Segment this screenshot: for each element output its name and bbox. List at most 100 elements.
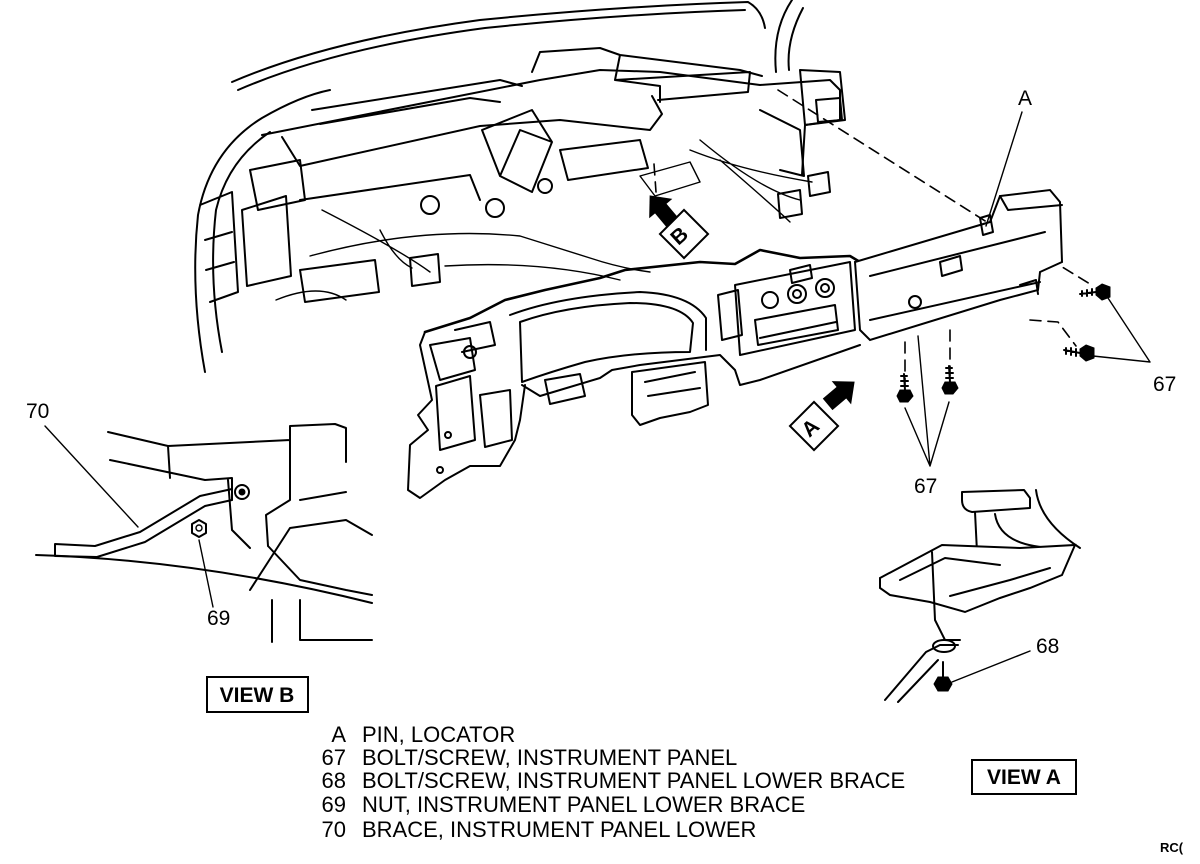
brace-bolt: [234, 484, 250, 500]
view-b-detail: [35, 423, 373, 643]
leader-69: [198, 539, 214, 608]
radio-control-area: [717, 261, 856, 356]
bolt-67-lower-left: [896, 373, 914, 403]
left-body-side: [194, 89, 331, 373]
view-b-structure: [35, 423, 373, 643]
bolt-head: [1079, 344, 1095, 362]
callout-69: 69: [207, 607, 230, 630]
leader-pin-a: [985, 111, 1023, 227]
view-a-arrow: A: [788, 381, 855, 452]
callout-68: 68: [1036, 635, 1059, 658]
legend-text: PIN, LOCATOR: [362, 722, 515, 747]
bolt-67-upper-right: [1079, 283, 1111, 301]
bolt-shaft: [900, 373, 909, 391]
brace-bolt-center: [238, 488, 246, 496]
locator-pin-guide: [777, 89, 991, 225]
view-b-diamond: [658, 208, 710, 260]
legend-text: NUT, INSTRUMENT PANEL LOWER BRACE: [362, 792, 805, 817]
left-duct-boxes: [241, 159, 481, 303]
lower-bolt-guide: [904, 329, 951, 386]
view-b-arrow-icon: [649, 195, 679, 228]
view-b-label: VIEW B: [206, 676, 309, 713]
view-a-structure: [961, 489, 1081, 573]
view-b-label-text: VIEW B: [220, 684, 295, 707]
panel-right-beam: [853, 188, 1064, 342]
dash-fastener: [537, 178, 553, 194]
lower-right-bolt-guide: [1029, 319, 1077, 347]
view-b-guide: [653, 163, 657, 193]
bolt-head: [1095, 283, 1111, 301]
figure-code: RC(: [1160, 840, 1184, 855]
bolt-shaft: [1079, 288, 1097, 297]
panel-beam-details: [869, 195, 1063, 321]
callout-pin-a: A: [1018, 87, 1032, 110]
legend-text: BOLT/SCREW, INSTRUMENT PANEL: [362, 745, 737, 770]
floor-lines: [275, 161, 701, 301]
lower-brace-70: [54, 488, 233, 558]
panel-left-end: [407, 321, 526, 499]
callout-67-right: 67: [1153, 373, 1176, 396]
legend-key: 67: [322, 745, 346, 770]
leader-68: [951, 650, 1031, 683]
legend-key: 69: [322, 792, 346, 817]
control-knob-center: [820, 283, 830, 293]
panel-fastener: [463, 345, 477, 359]
leader-67-lower: [904, 335, 950, 467]
legend-text: BRACE, INSTRUMENT PANEL LOWER: [362, 817, 756, 842]
view-b-arrow: B: [649, 195, 710, 260]
bolt-67-lower-right: [1063, 344, 1095, 362]
brace-slot: [932, 639, 956, 653]
view-a-label-text: VIEW A: [987, 766, 1061, 789]
legend-key: 68: [322, 768, 346, 793]
panel-top-edge: [423, 248, 862, 334]
callout-67-lower: 67: [914, 475, 937, 498]
view-a-label: VIEW A: [971, 759, 1077, 795]
bolt-67-lower-right-center: [941, 365, 959, 395]
bolt-head: [941, 381, 959, 395]
right-dash-end: [759, 69, 846, 177]
callout-labels: A 67 67 70 69 68: [26, 87, 1176, 658]
view-b-label-box: [206, 676, 309, 713]
dash-structure: [241, 47, 846, 303]
panel-fastener: [444, 431, 452, 439]
bolt-shaft: [1063, 347, 1081, 357]
control-knob: [815, 278, 835, 298]
view-a-detail: [879, 489, 1081, 703]
lower-brace-end: [884, 644, 959, 703]
nut-69: [191, 519, 207, 538]
parts-legend: A PIN, LOCATOR 67 BOLT/SCREW, INSTRUMENT…: [322, 722, 906, 842]
bolt-shaft: [945, 365, 954, 383]
legend-key: 70: [322, 817, 346, 842]
windshield-base-lines: [231, 0, 804, 91]
vehicle-body: [194, 0, 804, 373]
panel-lower-center: [521, 344, 861, 426]
bolt-68: [933, 676, 953, 692]
lower-brace-bracket: [879, 543, 1077, 614]
instrument-panel-assembly: [407, 188, 1064, 499]
locator-pin: [979, 214, 994, 236]
dash-connectors: [409, 171, 831, 287]
dash-fastener: [420, 195, 440, 215]
leader-lines: [44, 111, 1151, 683]
control-knob-center: [792, 289, 802, 299]
legend-key: A: [331, 722, 346, 747]
control-knob: [761, 291, 779, 309]
leader-67-right: [1092, 297, 1151, 363]
dash-frame: [261, 47, 841, 176]
bracket-details: [899, 551, 1051, 641]
nut-69-center: [195, 524, 203, 532]
view-a-diamond: [788, 400, 840, 452]
view-a-arrow-icon: [822, 381, 855, 411]
cluster-bezel: [509, 291, 707, 383]
hvac-module: [481, 109, 649, 193]
callout-70: 70: [26, 400, 49, 423]
view-a-label-box: [971, 759, 1077, 795]
bolt-head: [896, 389, 914, 403]
legend-text: BOLT/SCREW, INSTRUMENT PANEL LOWER BRACE: [362, 768, 905, 793]
leader-70: [44, 425, 139, 528]
dash-fastener: [485, 198, 505, 218]
panel-fastener: [436, 466, 444, 474]
control-knob: [787, 284, 807, 304]
